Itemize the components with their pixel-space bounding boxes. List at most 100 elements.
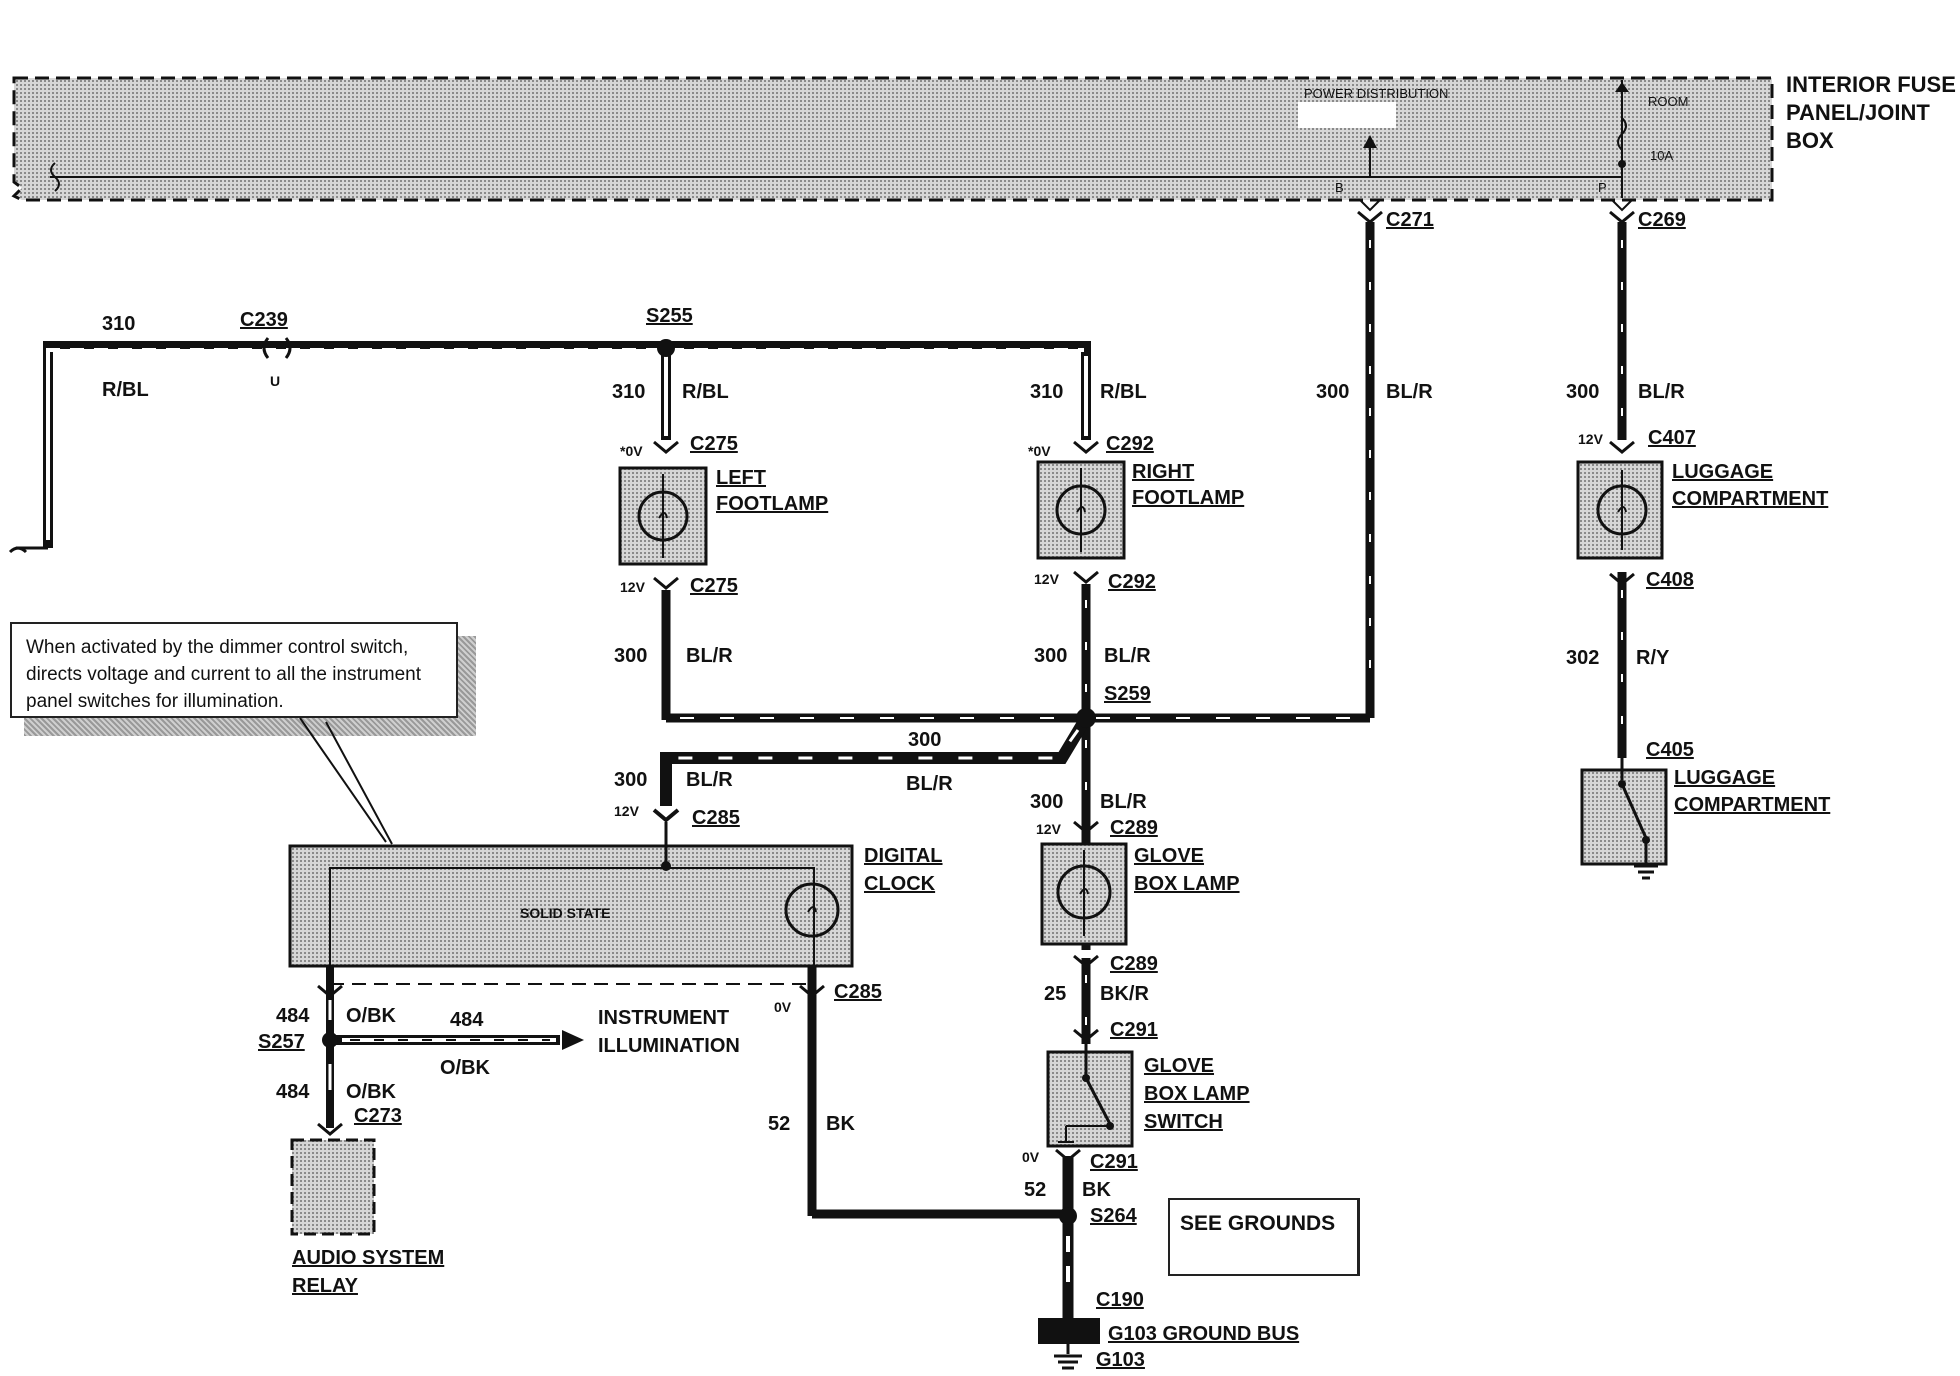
ground-label: G103 [1096,1349,1145,1371]
bulb-icon [1076,506,1086,513]
connector-clock-484[interactable] [317,984,343,998]
w25: 25 [1044,983,1066,1005]
wire-52-ground [1055,1148,1081,1330]
connector-c275-bottom[interactable] [653,576,679,590]
s259-label: S259 [1104,683,1151,705]
rbl-right-lamp: R/BL [1100,381,1147,403]
blr-left: BL/R [686,645,733,667]
connector-c269[interactable] [1609,199,1635,224]
solid-state-label: SOLID STATE [520,905,610,921]
wire-300-feed [1085,222,1375,723]
connector-c292-bottom[interactable] [1073,570,1099,584]
w484-inst: 484 [450,1009,484,1031]
w300-right: 300 [1034,645,1067,667]
splice-s255[interactable] [657,339,675,357]
connector-c239[interactable] [262,337,292,359]
w302: 302 [1566,647,1599,669]
luggage-lamp-label-2: COMPARTMENT [1672,488,1828,510]
w310-left: 310 [612,381,645,403]
right-footlamp-label-2: FOOTLAMP [1132,487,1244,509]
volt-left-top: *0V [620,443,643,459]
splice-s264[interactable] [1059,1207,1077,1225]
obk-inst: O/BK [440,1057,491,1079]
c269-label: C269 [1638,209,1686,231]
fuse-10a-icon [1617,117,1627,151]
c275-top-label: C275 [690,433,738,455]
c408-label: C408 [1646,569,1694,591]
fuse-label: ROOM [1648,94,1688,109]
volt-right-top: *0V [1028,443,1051,459]
w300-left: 300 [614,645,647,667]
w300-lug: 300 [1566,381,1599,403]
connector-c273[interactable] [317,1122,343,1136]
bkr: BK/R [1100,983,1149,1005]
c239-pin: U [270,373,280,389]
pin-b: B [1335,180,1344,195]
volt-left-bottom: 12V [620,579,646,595]
instrument-illumination-1[interactable]: INSTRUMENT [598,1007,729,1029]
c292-top-label: C292 [1106,433,1154,455]
rbl-left-lamp: R/BL [682,381,729,403]
glove-switch-label-1: GLOVE [1144,1055,1214,1077]
connector-c289-top[interactable] [1073,820,1099,834]
blr-right: BL/R [1104,645,1151,667]
c285-bottom-label: C285 [834,981,882,1003]
digital-clock[interactable] [288,822,854,968]
bk-clock: BK [826,1113,855,1135]
glove-box-lamp-switch[interactable] [1046,1044,1134,1148]
digital-clock-label-1: DIGITAL [864,845,943,867]
luggage-switch[interactable] [1580,758,1668,880]
audio-relay-label-1: AUDIO SYSTEM [292,1247,444,1269]
arrow-right-icon [562,1030,584,1050]
volt-lug-top: 12V [1578,431,1604,447]
connector-c271[interactable] [1357,199,1383,224]
see-grounds-box[interactable]: SEE GROUNDS [1168,1198,1360,1276]
connector-c285-bottom[interactable] [799,984,825,998]
left-footlamp[interactable] [618,466,708,566]
glove-box-lamp[interactable] [1040,842,1128,946]
left-footlamp-label-2: FOOTLAMP [716,493,828,515]
audio-system-relay[interactable] [290,1138,376,1236]
connector-c292-top[interactable] [1073,440,1099,454]
instrument-illumination-2[interactable]: ILLUMINATION [598,1035,740,1057]
wire-484 [326,966,584,1128]
volt-clock-out: 0V [774,999,792,1015]
splice-s257[interactable] [322,1032,338,1048]
glove-lamp-label-1: GLOVE [1134,845,1204,867]
connector-c275-top[interactable] [653,440,679,454]
c285-top-label: C285 [692,807,740,829]
w300-feed: 300 [1316,381,1349,403]
volt-glove-switch: 0V [1022,1149,1040,1165]
bk-ground: BK [1082,1179,1111,1201]
bulb-icon [1079,888,1089,895]
w310-top: 310 [102,313,135,335]
blr-feed: BL/R [1386,381,1433,403]
blr-clock: BL/R [686,769,733,791]
connector-c285-top[interactable] [652,808,680,823]
splice-s259[interactable] [1076,708,1096,728]
right-footlamp-label-1: RIGHT [1132,461,1194,483]
ground-bus-g103[interactable] [1038,1318,1100,1370]
obk-bottom: O/BK [346,1081,397,1103]
c275-bottom-label: C275 [690,575,738,597]
fuse-rating: 10A [1650,148,1673,163]
w300-glove: 300 [1030,791,1063,813]
blr-lug: BL/R [1638,381,1685,403]
wire-300-bus [660,584,1092,950]
blr-mid: BL/R [906,773,953,795]
left-footlamp-label-1: LEFT [716,467,766,489]
w52-ground: 52 [1024,1179,1046,1201]
volt-clock-in: 12V [614,803,640,819]
connector-c407[interactable] [1609,440,1635,454]
w484-top: 484 [276,1005,310,1027]
s264-label: S264 [1090,1205,1138,1227]
luggage-lamp[interactable] [1576,460,1664,560]
fuse-panel-title-1: INTERIOR FUSE [1786,72,1956,97]
luggage-lamp-label-1: LUGGAGE [1672,461,1773,483]
right-footlamp[interactable] [1036,460,1126,560]
c291-top-label: C291 [1110,1019,1158,1041]
s255-label: S255 [646,305,693,327]
s257-label: S257 [258,1031,305,1053]
wire-25 [1073,954,1099,1044]
